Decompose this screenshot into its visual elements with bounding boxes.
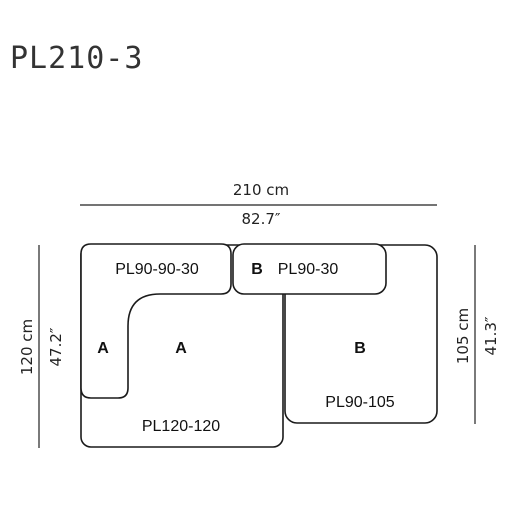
label-pl120-120: PL120-120 — [142, 418, 220, 435]
label-right-b: B — [354, 340, 366, 357]
right-height-cm-label: 105 cm — [454, 308, 472, 364]
module-pl90-30 — [232, 243, 387, 295]
width-inch-label: 82.7″ — [241, 210, 280, 228]
width-cm-label: 210 cm — [233, 181, 289, 199]
product-title: PL210-3 — [10, 41, 143, 76]
label-armrest-a: A — [97, 340, 109, 357]
module-pl90-90-30 — [80, 243, 232, 399]
label-top-b: B — [251, 261, 263, 278]
left-height-cm-label: 120 cm — [18, 319, 36, 375]
label-pl90-105: PL90-105 — [325, 394, 394, 411]
left-height-inch-label: 47.2″ — [47, 327, 65, 366]
label-pl90-90-30: PL90-90-30 — [115, 261, 199, 278]
label-seat-a: A — [175, 340, 187, 357]
right-height-inch-label: 41.3″ — [482, 316, 500, 355]
label-pl90-30: PL90-30 — [278, 261, 339, 278]
